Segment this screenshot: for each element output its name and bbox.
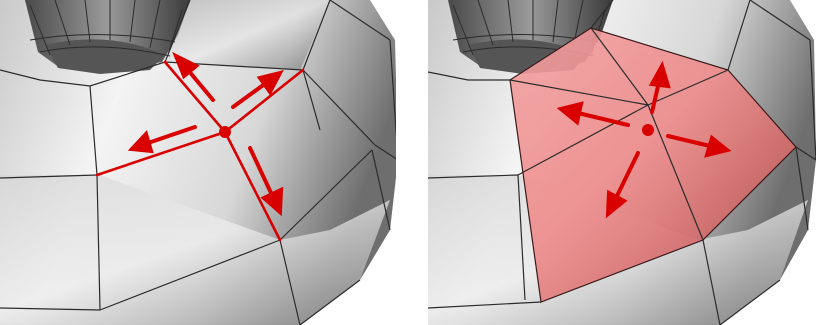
selected-vertex [219, 126, 231, 138]
torus-mesh-faces-illustration [428, 0, 816, 325]
torus-mesh-edges-illustration [0, 0, 396, 325]
panel-edge-extrude [0, 0, 396, 325]
selected-vertex [642, 124, 654, 136]
panel-face-extrude [428, 0, 816, 325]
